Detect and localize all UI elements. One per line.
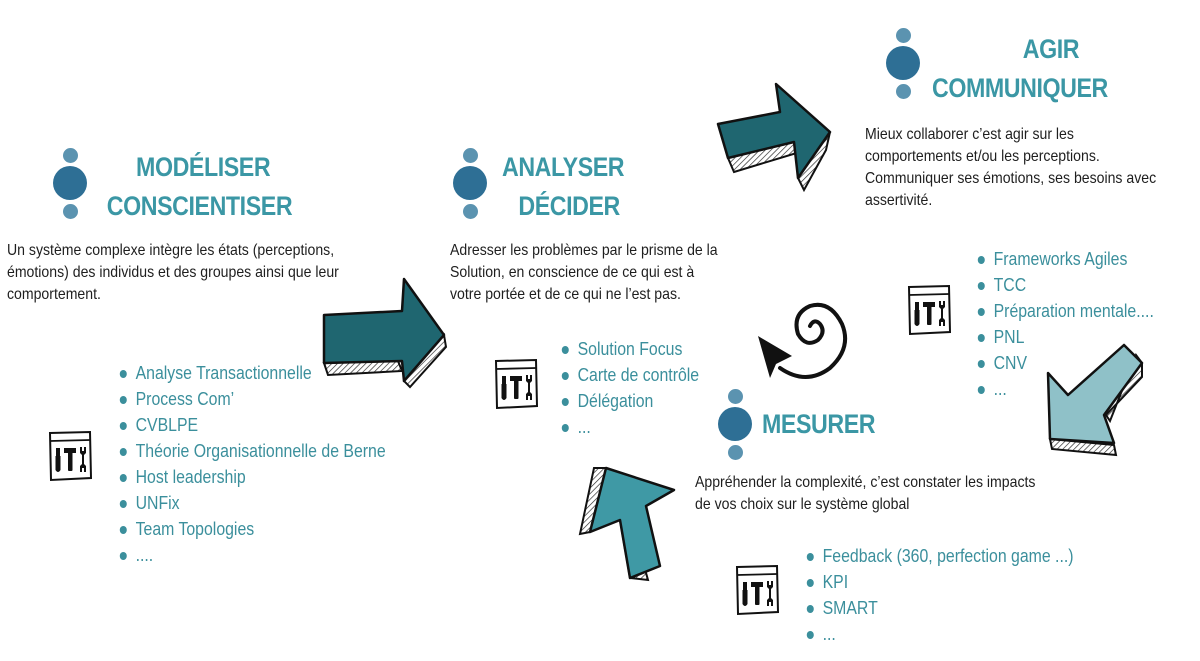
title-line-2: DÉCIDER	[518, 191, 620, 221]
section-title: MESURER	[762, 405, 876, 444]
list-item: Feedback (360, perfection game ...)	[805, 543, 1074, 569]
list-item: Team Topologies	[118, 516, 386, 542]
section-description: Mieux collaborer c’est agir sur les comp…	[865, 126, 1157, 209]
title-line-1: MESURER	[762, 409, 876, 439]
section-title: ANALYSER DÉCIDER	[502, 148, 625, 226]
list-item: Process Com’	[118, 386, 386, 412]
toolbox-icon	[493, 358, 539, 410]
list-item: Frameworks Agiles	[976, 246, 1154, 272]
toolbox-icon	[734, 564, 780, 616]
list-item: Carte de contrôle	[560, 362, 699, 388]
list-item: CVBLPE	[118, 412, 386, 438]
dots-icon	[453, 148, 489, 220]
section-description: Adresser les problèmes par le prisme de …	[450, 242, 718, 303]
title-line-1: AGIR	[1022, 34, 1080, 64]
tools-list: Feedback (360, perfection game ...) KPI …	[805, 543, 1074, 647]
tools-list: Solution Focus Carte de contrôle Délégat…	[560, 336, 699, 440]
list-item: TCC	[976, 272, 1154, 298]
list-item: Délégation	[560, 388, 699, 414]
section-description: Un système complexe intègre les états (p…	[7, 242, 339, 303]
list-item: Théorie Organisationnelle de Berne	[118, 438, 386, 464]
arrow-down-left-icon	[1046, 343, 1144, 457]
section-title: MODÉLISER CONSCIENTISER	[107, 148, 293, 226]
title-line-1: ANALYSER	[502, 152, 625, 182]
tools-list: Frameworks Agiles TCC Préparation mental…	[976, 246, 1154, 402]
title-line-1: MODÉLISER	[136, 152, 271, 182]
dots-icon	[53, 148, 89, 220]
list-item: ...	[976, 376, 1154, 402]
toolbox-icon	[47, 430, 93, 482]
list-item: Analyse Transactionnelle	[118, 360, 386, 386]
section-description: Appréhender la complexité, c’est constat…	[695, 474, 1036, 513]
title-line-2: COMMUNIQUER	[932, 73, 1108, 103]
list-item: Préparation mentale....	[976, 298, 1154, 324]
list-item: ...	[805, 621, 1074, 647]
list-item: PNL	[976, 324, 1154, 350]
list-item: Solution Focus	[560, 336, 699, 362]
dots-icon	[886, 28, 922, 100]
list-item: CNV	[976, 350, 1154, 376]
spiral-arrow-icon	[758, 302, 847, 379]
title-line-2: CONSCIENTISER	[106, 191, 293, 221]
arrow-up-right-icon	[716, 82, 832, 192]
list-item: UNFix	[118, 490, 386, 516]
section-title: AGIR COMMUNIQUER	[932, 30, 1108, 108]
tools-list: Analyse Transactionnelle Process Com’ CV…	[118, 360, 386, 568]
list-item: KPI	[805, 569, 1074, 595]
list-item: ....	[118, 542, 386, 568]
dots-icon	[718, 389, 754, 461]
list-item: SMART	[805, 595, 1074, 621]
list-item: ...	[560, 414, 699, 440]
toolbox-icon	[906, 284, 952, 336]
arrow-right-icon	[322, 277, 448, 389]
list-item: Host leadership	[118, 464, 386, 490]
arrow-up-left-icon	[578, 466, 676, 582]
